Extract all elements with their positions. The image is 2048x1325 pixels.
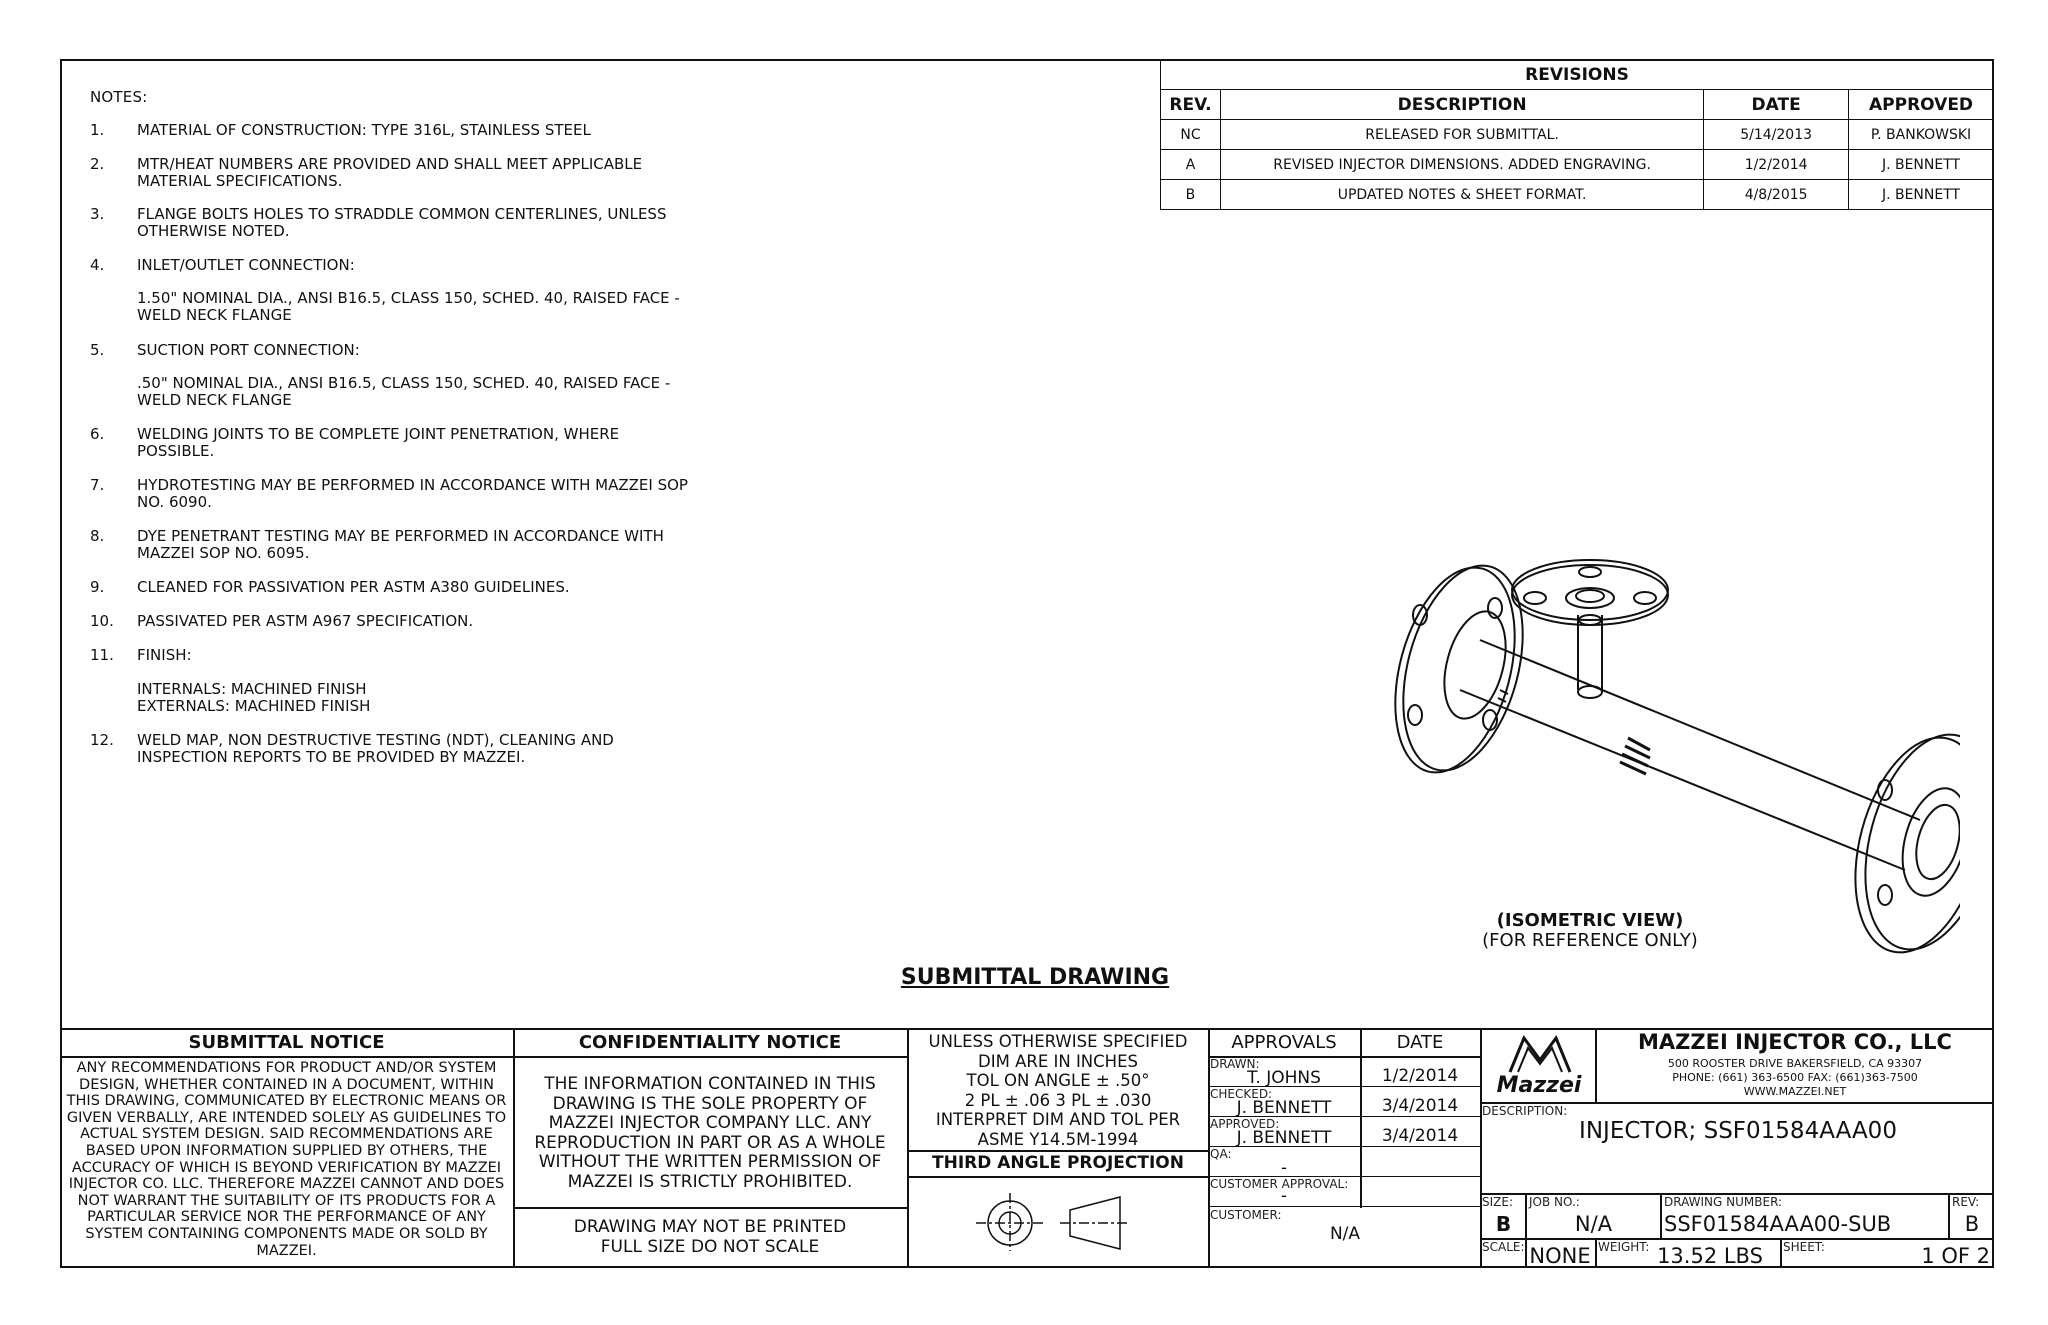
divider [1660,1193,1662,1238]
approvals-header: APPROVALS [1231,1032,1337,1053]
sheet-label: SHEET: [1783,1240,1825,1254]
injector-isometric-drawing [1394,559,1960,954]
notes-title: NOTES: [90,88,148,106]
weight-label: WEIGHT: [1598,1240,1650,1254]
part-description: INJECTOR; SSF01584AAA00 [1579,1118,1897,1144]
drawn-date: 1/2/2014 [1381,1066,1459,1086]
divider [1780,1238,1782,1268]
description-header: DESCRIPTION [1219,89,1705,120]
divider [60,1056,909,1058]
divider [1480,1193,1994,1195]
divider [1595,1028,1597,1102]
third-angle-projection-icon [976,1193,1130,1251]
checked-name: J. BENNETT [1236,1098,1332,1118]
drawn-name: T. JOHNS [1247,1068,1321,1088]
sheet-value: 1 OF 2 [1921,1244,1990,1268]
divider [1208,1206,1480,1207]
approved-label: APPROVED: [1210,1117,1280,1131]
title-block-top-line [60,1028,1994,1030]
note-4-detail: 1.50" NOMINAL DIA., ANSI B16.5, CLASS 15… [137,289,680,324]
divider [1208,1028,1210,1268]
size-value: B [1495,1212,1512,1236]
divider [1208,1146,1480,1147]
approved-header: APPROVED [1848,89,1994,120]
divider [1208,1056,1480,1058]
customer-approval-label: CUSTOMER APPROVAL: [1210,1177,1349,1191]
approved-date: 3/4/2014 [1381,1126,1459,1146]
size-label: SIZE: [1482,1195,1514,1209]
company-phone: PHONE: (661) 363-6500 FAX: (661)363-7500 [1672,1071,1918,1084]
checked-label: CHECKED: [1210,1087,1273,1101]
divider [1525,1193,1527,1268]
divider [1595,1238,1597,1268]
divider [907,1028,909,1268]
description-label: DESCRIPTION: [1482,1104,1568,1118]
company-name: MAZZEI INJECTOR CO., LLC [1638,1030,1952,1054]
drawing-frame [60,59,1994,1268]
customer-label: CUSTOMER: [1210,1208,1282,1222]
rev-label: REV: [1952,1195,1980,1209]
checked-date: 3/4/2014 [1381,1096,1459,1116]
projection-label: THIRD ANGLE PROJECTION [932,1153,1184,1173]
drawing-number-label: DRAWING NUMBER: [1664,1195,1783,1209]
customer-value: N/A [1329,1224,1361,1244]
mazzei-logo-mark [1508,1034,1572,1073]
note-11-externals: EXTERNALS: MACHINED FINISH [137,697,371,715]
job-no-value: N/A [1574,1212,1613,1236]
approved-name: J. BENNETT [1236,1128,1332,1148]
confidentiality-title: CONFIDENTIALITY NOTICE [578,1032,842,1053]
table-row: B UPDATED NOTES & SHEET FORMAT. 4/8/2015… [1160,179,1994,210]
submittal-notice-text: ANY RECOMMENDATIONS FOR PRODUCT AND/OR S… [66,1060,507,1259]
table-row: NC RELEASED FOR SUBMITTAL. 5/14/2013 P. … [1160,119,1994,150]
divider [513,1028,515,1268]
divider [1360,1028,1362,1208]
rev-header: REV. [1160,89,1221,120]
weight-value: 13.52 LBS [1657,1244,1763,1268]
divider [907,1176,1209,1178]
scale-label: SCALE: [1482,1240,1525,1254]
revisions-table: REVISIONS REV. DESCRIPTION DATE APPROVED… [1160,59,1994,210]
drawing-number-value: SSF01584AAA00-SUB [1664,1212,1892,1236]
job-no-label: JOB NO.: [1529,1195,1580,1209]
mazzei-logo-text: Mazzei [1496,1073,1582,1098]
divider [1480,1238,1994,1240]
divider [513,1207,908,1209]
scale-notice: FULL SIZE DO NOT SCALE [600,1237,820,1257]
print-notice: DRAWING MAY NOT BE PRINTED [573,1217,847,1237]
approvals-date-header: DATE [1396,1032,1444,1053]
divider [907,1150,1209,1152]
qa-value: - [1280,1158,1288,1178]
confidentiality-text: THE INFORMATION CONTAINED IN THIS DRAWIN… [534,1074,886,1192]
scale-value: NONE [1529,1244,1591,1268]
divider [1480,1102,1994,1104]
company-website: WWW.MAZZEI.NET [1743,1085,1847,1098]
divider [1208,1176,1480,1177]
date-header: DATE [1703,89,1850,120]
submittal-drawing-title: SUBMITTAL DRAWING [900,965,1170,990]
submittal-notice-title: SUBMITTAL NOTICE [188,1032,385,1053]
divider [1480,1028,1482,1268]
drawn-label: DRAWN: [1210,1057,1260,1071]
divider [1948,1193,1950,1238]
isometric-view-label: (ISOMETRIC VIEW) [1496,910,1684,931]
note-11-internals: INTERNALS: MACHINED FINISH [137,680,367,698]
qa-label: QA: [1210,1147,1232,1161]
tolerance-block: UNLESS OTHERWISE SPECIFIED DIM ARE IN IN… [928,1032,1188,1149]
revisions-title: REVISIONS [1160,59,1994,90]
divider [1208,1116,1480,1117]
table-row: A REVISED INJECTOR DIMENSIONS. ADDED ENG… [1160,149,1994,180]
company-address: 500 ROOSTER DRIVE BAKERSFIELD, CA 93307 [1667,1057,1923,1070]
note-5-detail: .50" NOMINAL DIA., ANSI B16.5, CLASS 150… [137,374,671,409]
rev-value: B [1964,1212,1980,1236]
customer-approval-value: - [1280,1186,1288,1206]
divider [1208,1086,1480,1087]
reference-only-label: (FOR REFERENCE ONLY) [1482,930,1698,951]
